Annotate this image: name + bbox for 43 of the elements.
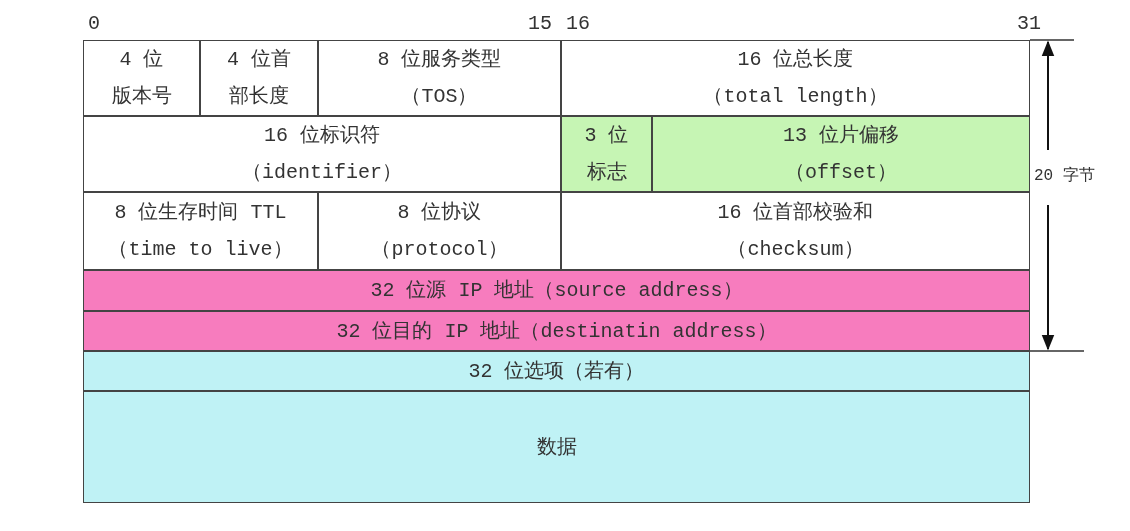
bit-number: 0 <box>88 12 100 36</box>
bit-number: 15 <box>528 12 552 36</box>
field-cell <box>83 116 561 192</box>
field-label: （identifier） <box>242 160 402 186</box>
field-cell <box>83 311 1030 351</box>
field-label: （protocol） <box>371 237 508 263</box>
field-label: （total length） <box>703 84 888 110</box>
field-cell <box>83 270 1030 311</box>
field-label: 部长度 <box>229 84 289 110</box>
field-label: 32 位源 IP 地址（source address） <box>370 278 743 304</box>
field-cell <box>83 192 318 270</box>
field-label: 32 位目的 IP 地址（destinatin address） <box>336 318 777 345</box>
field-label: 16 位总长度 <box>737 47 854 73</box>
field-label: 4 位首 <box>227 47 291 73</box>
field-cell <box>83 40 200 116</box>
field-cell <box>652 116 1030 192</box>
field-cell <box>561 40 1030 116</box>
dimension-label: 20 字节 <box>1034 165 1095 187</box>
field-label: 数据 <box>536 434 577 461</box>
field-cell <box>83 391 1030 503</box>
field-label: 8 位生存时间 TTL <box>114 200 287 226</box>
field-cell <box>318 40 561 116</box>
field-cell <box>561 192 1030 270</box>
field-label: 8 位协议 <box>397 200 482 226</box>
field-label: 3 位 <box>584 123 629 149</box>
field-cell <box>200 40 318 116</box>
bit-number: 16 <box>566 12 590 36</box>
field-label: 标志 <box>586 160 627 186</box>
field-label: （offset） <box>785 160 897 186</box>
field-label: 13 位片偏移 <box>783 123 899 149</box>
field-label: （checksum） <box>727 237 864 263</box>
field-label: 版本号 <box>111 84 172 110</box>
field-cell <box>83 351 1030 391</box>
bit-number: 31 <box>1017 12 1041 36</box>
field-label: （TOS） <box>401 84 478 110</box>
field-label: 16 位标识符 <box>264 123 380 149</box>
field-label: 16 位首部校验和 <box>717 200 874 226</box>
field-cell <box>561 116 652 192</box>
field-cell <box>318 192 561 270</box>
field-label: 4 位 <box>119 47 164 73</box>
field-label: 8 位服务类型 <box>377 47 502 73</box>
field-label: 32 位选项（若有） <box>468 358 645 385</box>
field-label: （time to live） <box>108 237 293 263</box>
